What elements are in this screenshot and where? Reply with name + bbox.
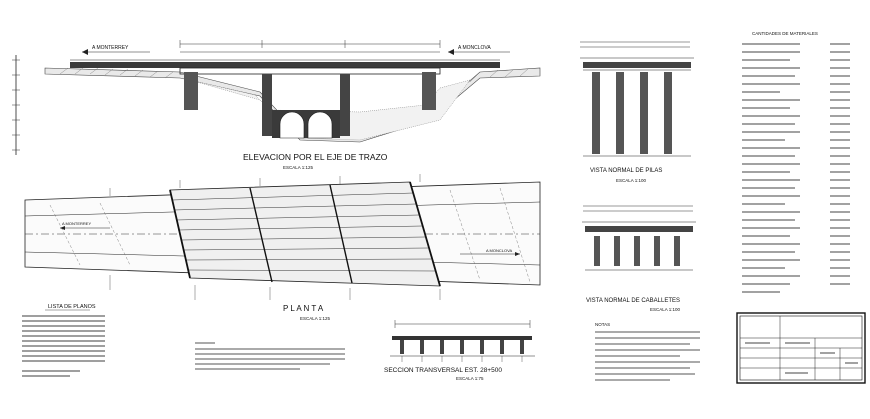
section-title: SECCION TRANSVERSAL EST. 28+500 — [384, 367, 502, 374]
piers-view: VISTA NORMAL DE PILAS ESCALA 1:100 — [580, 41, 694, 183]
plan-list-title: LISTA DE PLANOS — [48, 304, 96, 310]
piers-title: VISTA NORMAL DE PILAS — [590, 168, 662, 174]
piers-scale: ESCALA 1:100 — [616, 178, 647, 183]
abutments-view: VISTA NORMAL DE CABALLETES ESCALA 1:100 — [582, 205, 696, 312]
culvert-arches — [272, 110, 340, 139]
plan-skew-marks — [49, 187, 531, 283]
elevation-view: A MONTERREY A MONCLOVA ELEVACION POR EL … — [12, 40, 541, 170]
notes-block: NOTAS — [595, 322, 700, 381]
abutments-piles — [594, 236, 680, 266]
plan-arrow-right — [460, 252, 520, 256]
piers-columns — [592, 72, 672, 154]
pier-1 — [262, 74, 272, 136]
section-slab — [392, 336, 532, 340]
plan-view: A MONTERREY A MONCLOVA P L A N T A ESCAL… — [24, 174, 541, 321]
plan-dir-left: A MONTERREY — [62, 221, 91, 226]
materials-block: CANTIDADES DE MATERIALES — [742, 31, 850, 293]
materials-rows — [742, 43, 850, 293]
abutments-cap-beam — [585, 226, 693, 232]
abutments-scale: ESCALA 1:100 — [650, 307, 681, 312]
plan-girder-lines — [171, 192, 436, 272]
cross-section-view: SECCION TRANSVERSAL EST. 28+500 ESCALA 1… — [384, 320, 535, 381]
section-girders — [400, 340, 524, 354]
abutment-right — [422, 72, 436, 110]
plan-list-rows — [22, 315, 105, 377]
piers-cap-beam — [583, 62, 691, 68]
plan-arrow-left — [60, 226, 110, 230]
elevation-dimensions — [179, 40, 441, 53]
elevation-scale: ESCALA 1:125 — [283, 165, 314, 170]
elevation-arrow-right — [448, 49, 510, 55]
section-scale: ESCALA 1:75 — [456, 376, 484, 381]
abutment-left — [184, 72, 198, 110]
notes-rows — [595, 331, 700, 381]
bridge-girder — [179, 67, 441, 75]
plan-abutment-lines — [169, 181, 441, 287]
elevation-title: ELEVACION POR EL EJE DE TRAZO — [243, 152, 388, 162]
section-dimension-ticks — [401, 356, 523, 362]
elevation-scale-bar — [12, 55, 20, 155]
pier-2 — [340, 74, 350, 136]
plan-dir-right: A MONCLOVA — [486, 248, 512, 253]
general-notes-block — [195, 342, 345, 370]
plan-station-ticks — [109, 174, 441, 300]
plan-pier-lines — [249, 184, 353, 284]
elevation-dir-left: A MONTERREY — [92, 45, 129, 51]
title-block — [736, 312, 866, 384]
elevation-arrow-left — [82, 49, 150, 55]
notes-title: NOTAS — [595, 322, 610, 327]
bridge-deck — [70, 62, 500, 68]
plan-list-block: LISTA DE PLANOS — [22, 304, 105, 377]
plan-scale: ESCALA 1:125 — [300, 316, 331, 321]
abutments-title: VISTA NORMAL DE CABALLETES — [586, 298, 680, 304]
materials-title: CANTIDADES DE MATERIALES — [752, 31, 818, 36]
elevation-dir-right: A MONCLOVA — [458, 45, 491, 51]
plan-title: P L A N T A — [283, 304, 324, 313]
